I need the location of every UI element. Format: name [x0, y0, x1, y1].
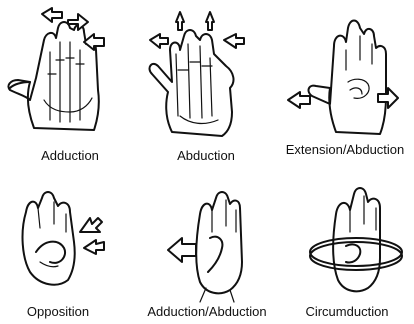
- panel-abduction: Abduction: [138, 0, 276, 162]
- abduction-hand-illustration: [138, 0, 276, 162]
- circumduction-hand-illustration: [276, 162, 414, 324]
- panel-extension-abduction: Extension/Abduction: [276, 0, 414, 162]
- panel-label: Adduction/Abduction: [138, 304, 276, 319]
- arrow-icon: [150, 34, 168, 48]
- arrow-icon: [168, 238, 196, 262]
- extension-abduction-hand-illustration: [276, 0, 414, 162]
- arrow-icon: [42, 8, 62, 22]
- opposition-hand-illustration: [0, 162, 138, 324]
- arrow-icon: [80, 218, 102, 232]
- arrow-icon: [224, 34, 244, 48]
- adduction-hand-illustration: [0, 0, 138, 162]
- arrow-icon: [206, 12, 214, 30]
- panel-label: Opposition: [16, 304, 100, 319]
- arrow-icon: [84, 240, 104, 254]
- panel-label: Extension/Abduction: [276, 142, 414, 157]
- panel-adduction: Adduction: [0, 0, 138, 162]
- panel-label: Adduction: [26, 148, 114, 163]
- panel-label: Abduction: [160, 148, 252, 163]
- panel-circumduction: Circumduction: [276, 162, 414, 324]
- arrow-icon: [176, 12, 184, 30]
- arrow-icon: [288, 92, 310, 108]
- adduction-abduction-hand-illustration: [138, 162, 276, 324]
- panel-adduction-abduction: Adduction/Abduction: [138, 162, 276, 324]
- panel-label: Circumduction: [292, 304, 402, 319]
- panel-opposition: Opposition: [0, 162, 138, 324]
